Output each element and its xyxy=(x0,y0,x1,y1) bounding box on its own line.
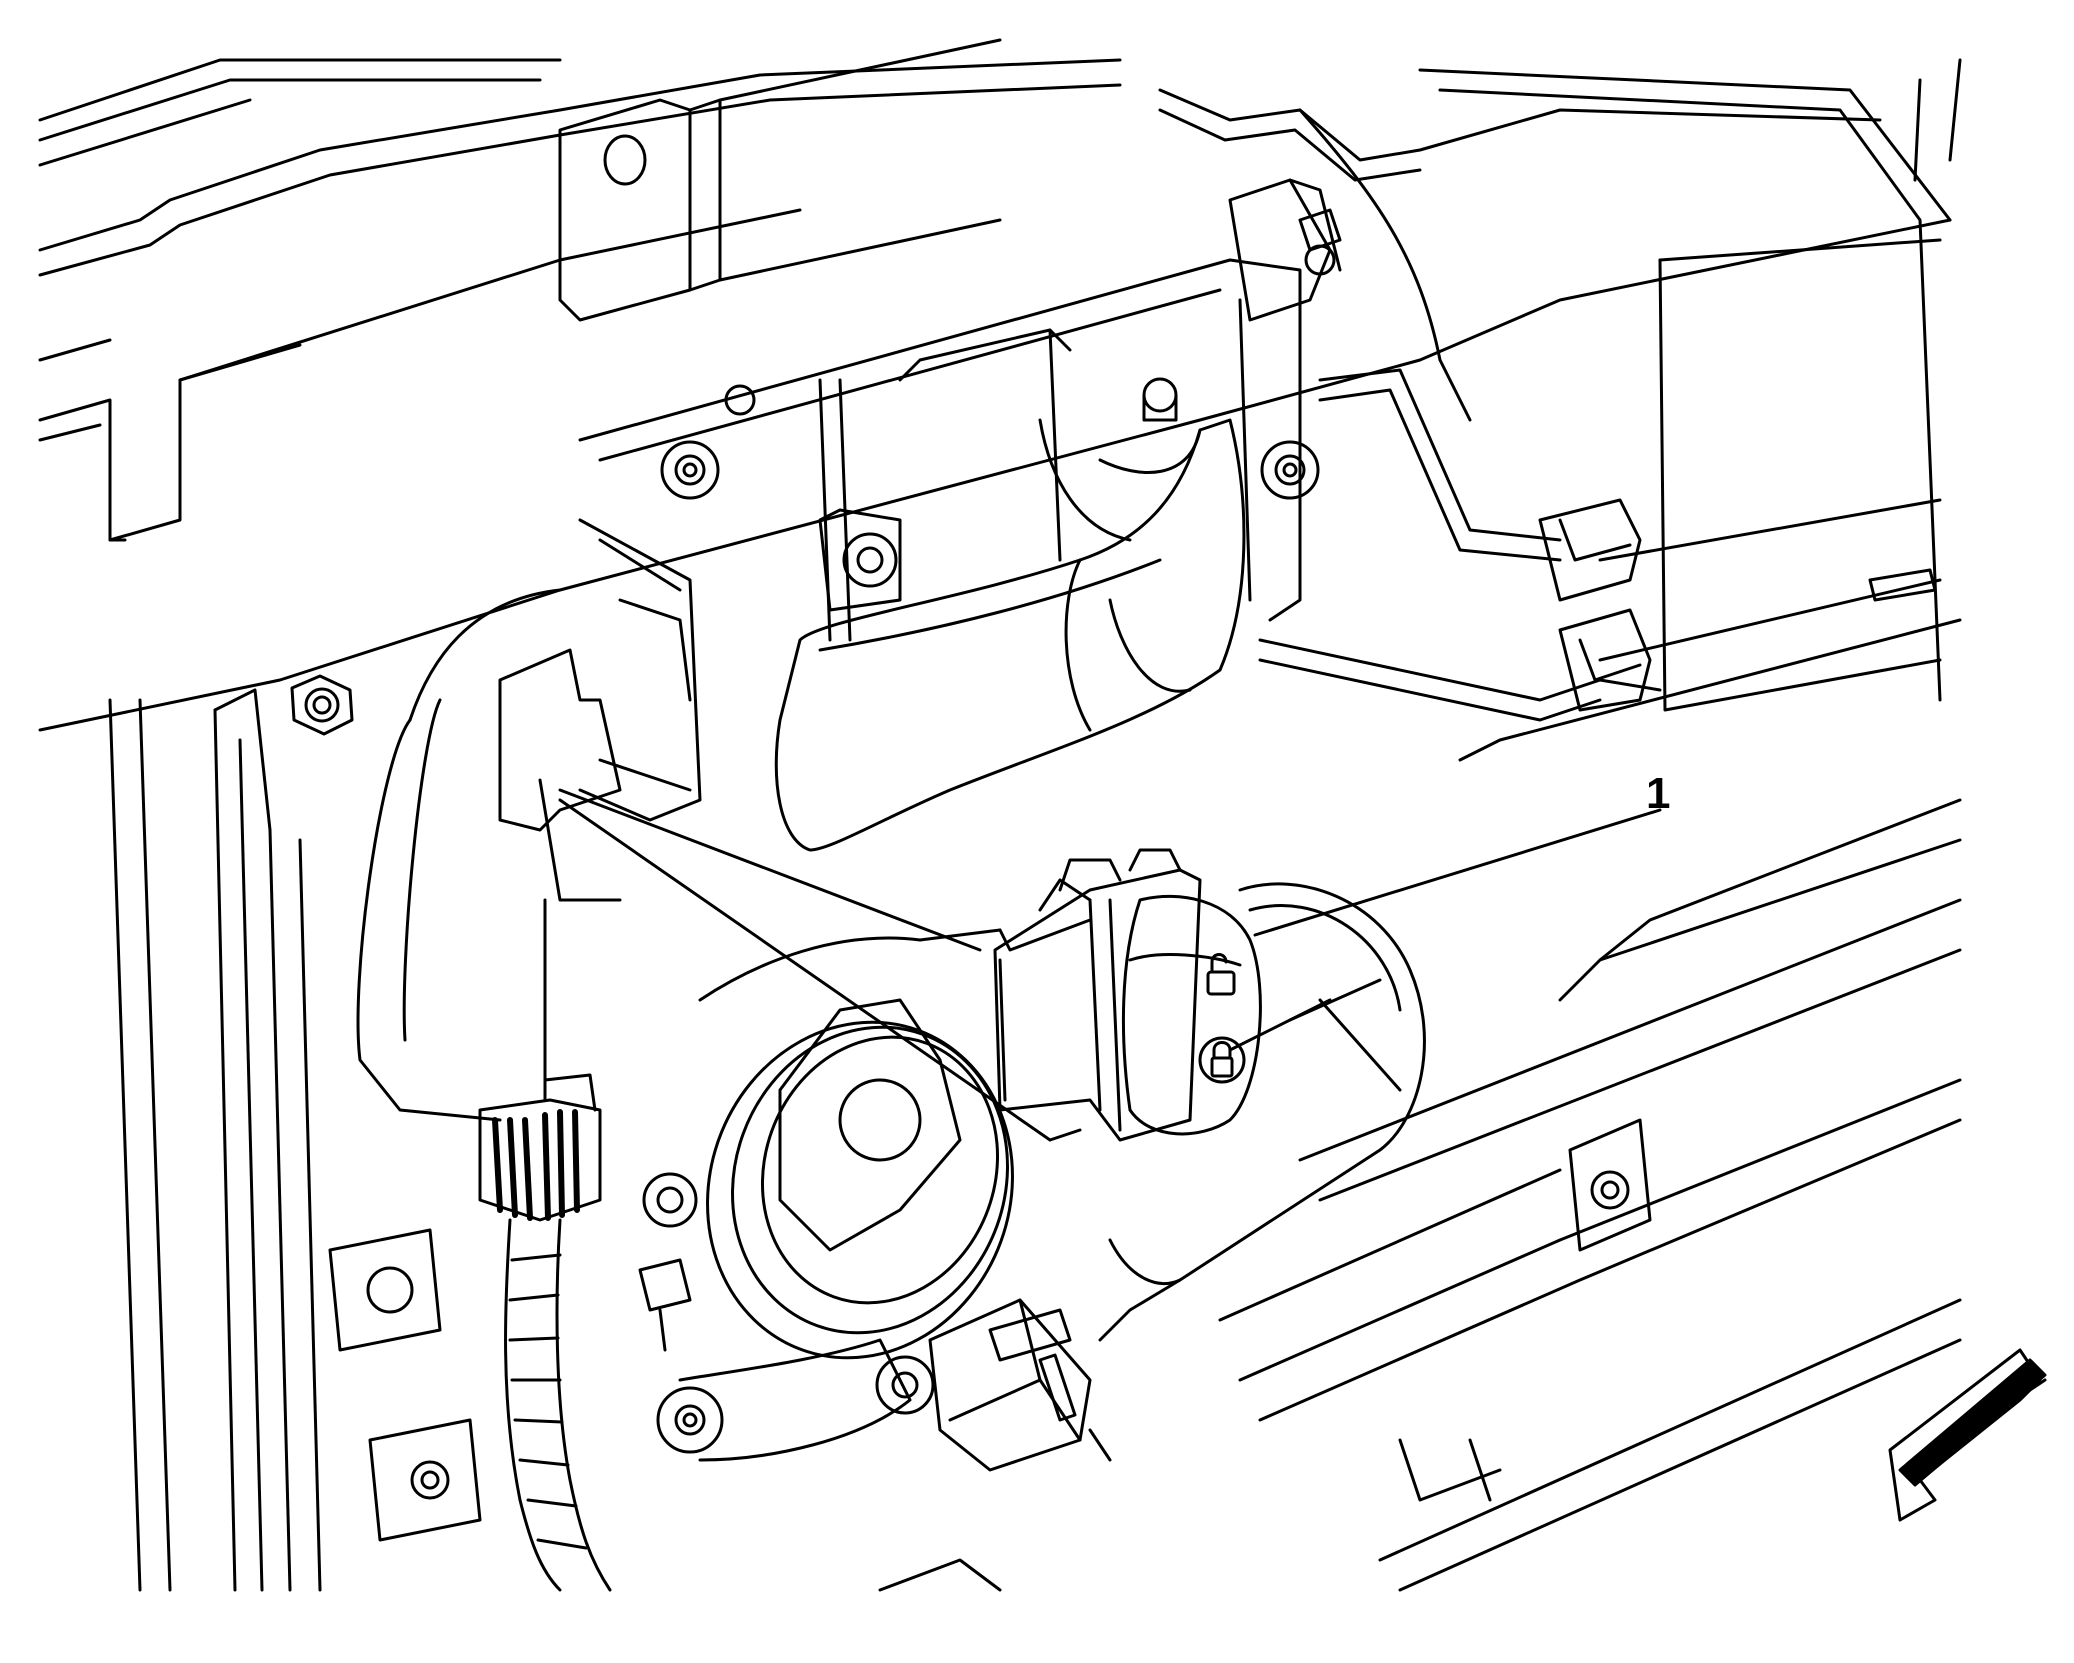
wiring-harness xyxy=(504,1218,612,1592)
lock-rods xyxy=(1258,368,1942,722)
door-lock-switch xyxy=(993,808,1662,1142)
window-motor xyxy=(638,882,1426,1472)
harness-bracket xyxy=(498,518,702,902)
lower-left-mount-pads xyxy=(328,1228,482,1542)
door-lower-ridges xyxy=(878,618,1962,1592)
door-upper-trim xyxy=(38,38,1122,542)
harness-connector xyxy=(478,1073,602,1222)
inside-door-handle xyxy=(774,418,1246,852)
unlock-icon xyxy=(1206,953,1236,996)
callout-leader-line xyxy=(1253,808,1662,937)
door-inner-panel xyxy=(38,58,1962,1592)
front-direction-arrow-icon xyxy=(1888,1348,2047,1522)
connector-leader-lines xyxy=(543,788,1082,1142)
callout-label-1: 1 xyxy=(1646,769,1671,818)
handle-bracket xyxy=(578,178,1342,642)
lock-icon xyxy=(1198,1036,1246,1084)
hex-nut xyxy=(290,674,354,736)
